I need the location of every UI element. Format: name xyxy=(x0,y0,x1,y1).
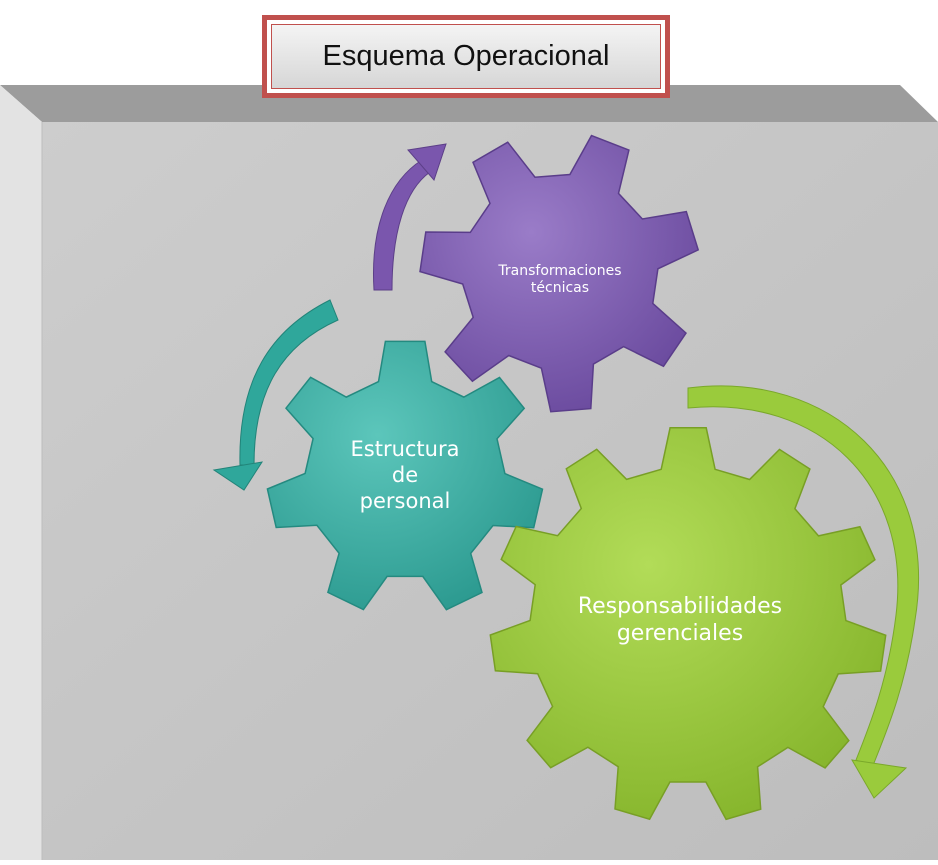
gear-label-gerencial: Responsabilidades gerenciales xyxy=(560,580,800,660)
panel-top-face xyxy=(0,85,938,122)
gear-personal-line2: de xyxy=(391,462,419,487)
gear-gerencial-line1: Responsabilidades xyxy=(577,593,783,619)
gear-personal-line3: personal xyxy=(359,489,451,514)
arrows-group xyxy=(212,143,920,799)
arrow-teal-head xyxy=(212,461,264,491)
gear-tecnicas-line2: técnicas xyxy=(530,280,590,296)
gear-tecnicas xyxy=(419,134,700,413)
arrow-green-head xyxy=(851,759,908,799)
gear-personal-line1: Estructura xyxy=(350,436,460,461)
title-box: Esquema Operacional xyxy=(262,15,670,98)
diagram-title: Esquema Operacional xyxy=(322,40,610,72)
gear-gerencial xyxy=(489,427,887,821)
gears-group xyxy=(266,134,887,821)
gear-label-tecnicas: Transformaciones técnicas xyxy=(470,250,650,310)
arrow-purple-head xyxy=(407,143,447,181)
panel-side-face xyxy=(0,85,42,860)
title-inner: Esquema Operacional xyxy=(271,24,661,89)
gear-tecnicas-line1: Transformaciones xyxy=(498,262,622,279)
gear-personal xyxy=(266,340,544,611)
gear-label-personal: Estructura de personal xyxy=(320,425,490,525)
gear-gerencial-line2: gerenciales xyxy=(616,621,744,646)
